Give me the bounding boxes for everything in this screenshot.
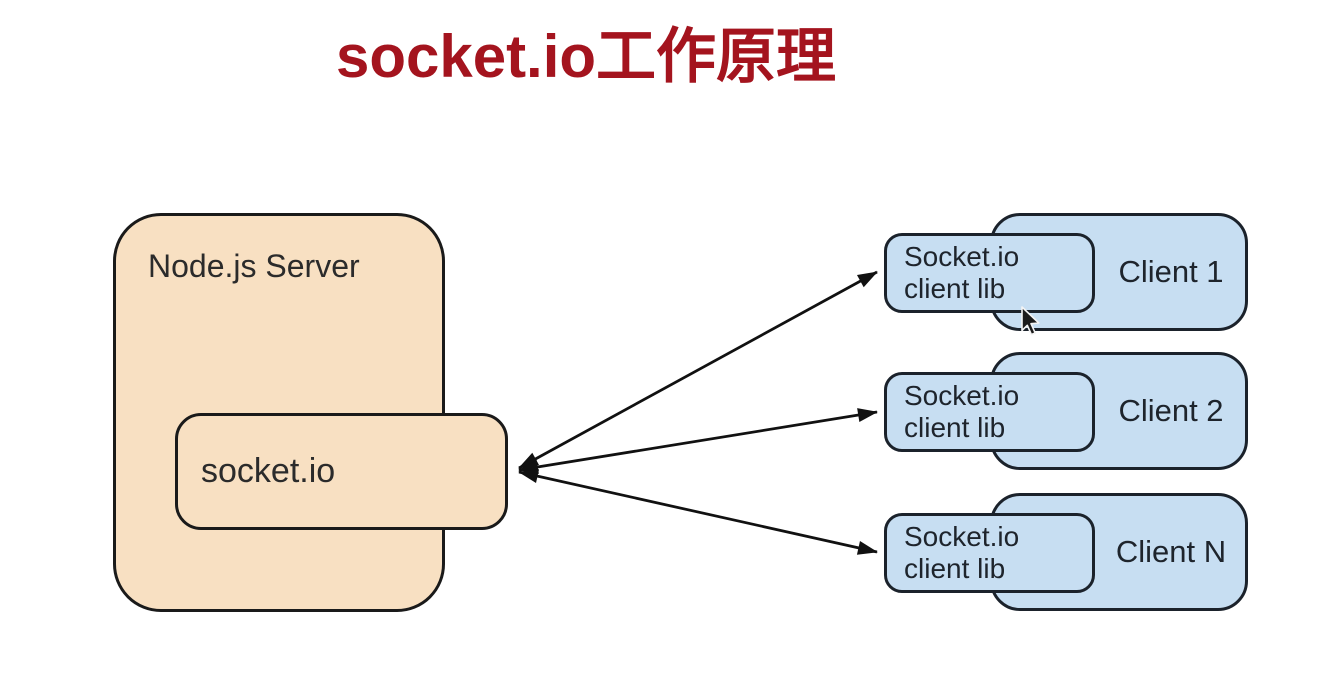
client-2-lib-label-line2: client lib	[904, 412, 1006, 443]
client-n-group: Client N Socket.io client lib	[884, 493, 1248, 613]
client-n-lib-label-line2: client lib	[904, 553, 1006, 584]
client-2-lib-box: Socket.io client lib	[884, 372, 1095, 452]
client-1-lib-label-line2: client lib	[904, 273, 1006, 304]
client-1-group: Client 1 Socket.io client lib	[884, 213, 1248, 333]
client-1-label: Client 1	[1118, 254, 1224, 289]
client-2-lib-label-line1: Socket.io	[904, 379, 1020, 411]
client-n-lib-box: Socket.io client lib	[884, 513, 1095, 593]
arrow-server-client-n	[518, 469, 878, 555]
nodejs-server-box: Node.js Server	[113, 213, 445, 612]
socketio-module-label: socket.io	[201, 452, 336, 490]
arrow-server-client-1	[518, 270, 878, 470]
client-1-lib-box: Socket.io client lib	[884, 233, 1095, 313]
nodejs-server-label: Node.js Server	[148, 248, 360, 284]
client-1-lib-label-line1: Socket.io	[904, 240, 1020, 272]
client-2-group: Client 2 Socket.io client lib	[884, 352, 1248, 472]
arrow-server-client-2	[518, 408, 878, 474]
client-n-lib-label-line1: Socket.io	[904, 520, 1020, 552]
page-title: socket.io工作原理	[335, 23, 837, 90]
client-n-label: Client N	[1115, 534, 1227, 569]
client-2-label: Client 2	[1118, 393, 1224, 428]
socketio-module-box: socket.io	[175, 413, 508, 530]
